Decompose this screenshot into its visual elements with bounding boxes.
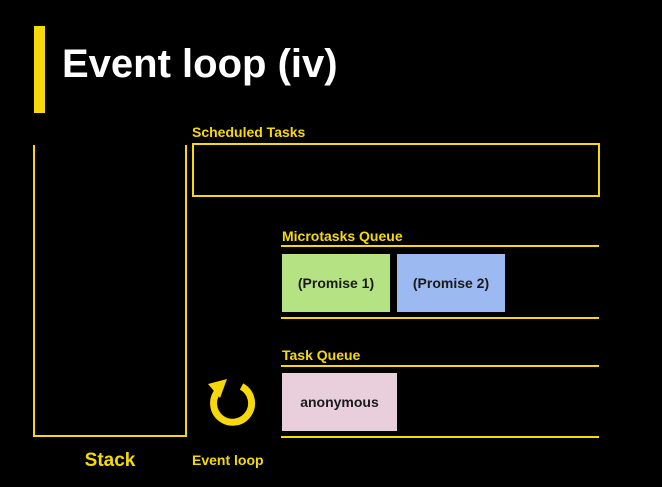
task-queue-bottom-line — [281, 436, 599, 438]
title-accent-bar — [34, 26, 45, 113]
task-queue-label: Task Queue — [282, 347, 361, 363]
event-loop-label: Event loop — [192, 452, 264, 468]
slide-title: Event loop (iv) — [62, 42, 338, 86]
refresh-icon-arrowhead — [208, 379, 227, 398]
task-item-anonymous: anonymous — [282, 373, 397, 431]
scheduled-tasks-label: Scheduled Tasks — [192, 124, 306, 140]
refresh-icon-arc — [210, 383, 256, 426]
microtask-item-promise-2: (Promise 2) — [397, 254, 505, 312]
microtask-item-promise-1: (Promise 1) — [282, 254, 390, 312]
microtasks-queue-bottom-line — [281, 317, 599, 319]
refresh-icon — [208, 379, 256, 426]
stack-container — [33, 145, 187, 437]
scheduled-tasks-box — [192, 143, 600, 197]
task-queue-top-line — [281, 365, 599, 367]
microtasks-queue-top-line — [281, 245, 599, 247]
microtasks-queue-label: Microtasks Queue — [282, 228, 403, 244]
stack-label: Stack — [84, 450, 136, 471]
